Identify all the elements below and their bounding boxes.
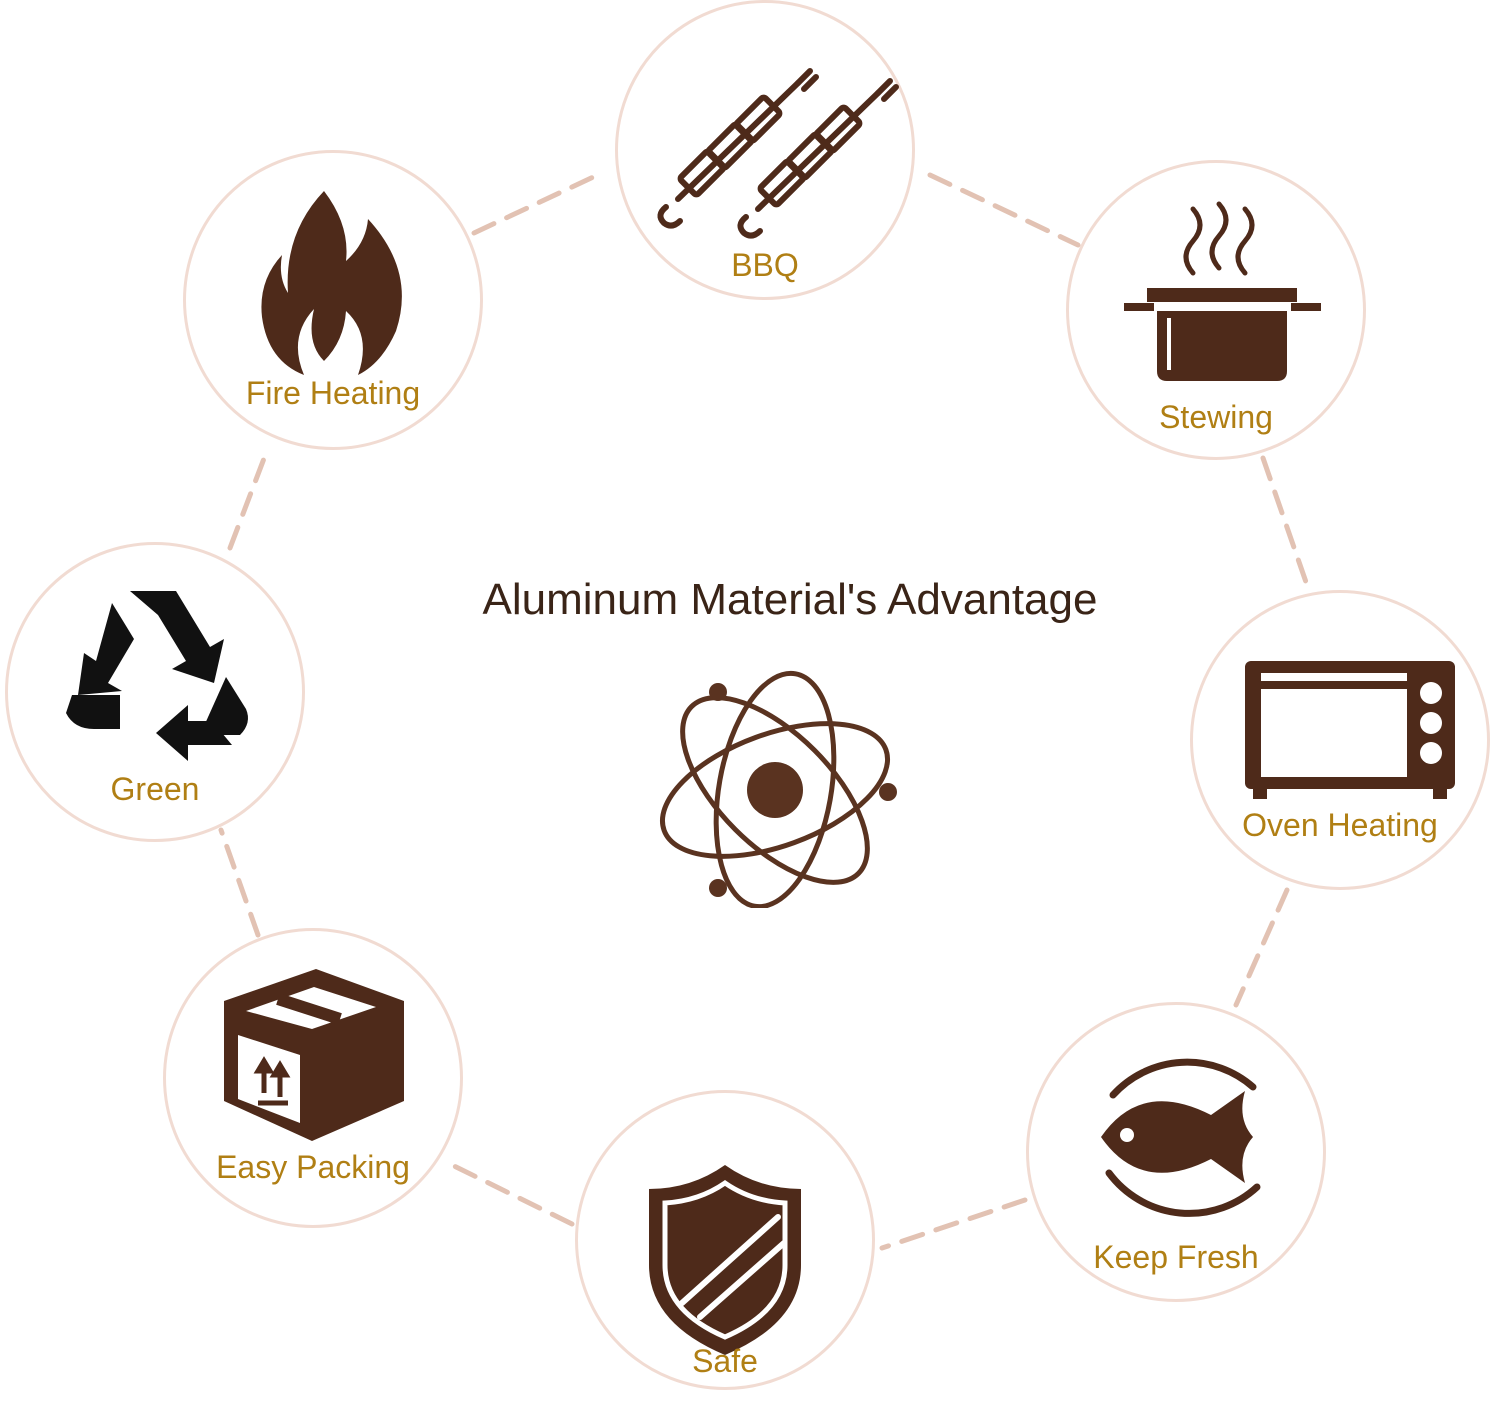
feature-label: Stewing	[1159, 399, 1273, 435]
flame-icon	[261, 191, 402, 375]
feature-label: Green	[110, 771, 200, 807]
diagram-title: Aluminum Material's Advantage	[482, 575, 1098, 624]
feature-easy-packing: Easy Packing	[163, 928, 463, 1228]
box-icon	[224, 969, 404, 1141]
feature-green: Green	[5, 542, 305, 842]
shield-icon	[649, 1165, 801, 1355]
feature-oven-heating: Oven Heating	[1190, 590, 1490, 890]
feature-label: Easy Packing	[216, 1149, 410, 1185]
feature-label: BBQ	[731, 247, 799, 283]
feature-label: Oven Heating	[1242, 807, 1438, 843]
oven-icon	[1245, 661, 1455, 799]
feature-bbq: BBQ	[615, 0, 915, 300]
steaming-pot-icon	[1124, 201, 1321, 381]
recycle-icon	[66, 591, 248, 761]
feature-stewing: Stewing	[1066, 160, 1366, 460]
fish-icon	[1101, 1058, 1261, 1217]
feature-safe: Safe	[575, 1090, 875, 1390]
feature-label: Fire Heating	[245, 375, 421, 411]
feature-keep-fresh: Keep Fresh	[1026, 1002, 1326, 1302]
feature-label: Safe	[692, 1343, 758, 1379]
feature-label: Keep Fresh	[1093, 1239, 1259, 1275]
feature-fire-heating: Fire Heating	[183, 150, 483, 450]
skewers-icon	[657, 68, 899, 239]
atom-icon	[659, 670, 897, 908]
